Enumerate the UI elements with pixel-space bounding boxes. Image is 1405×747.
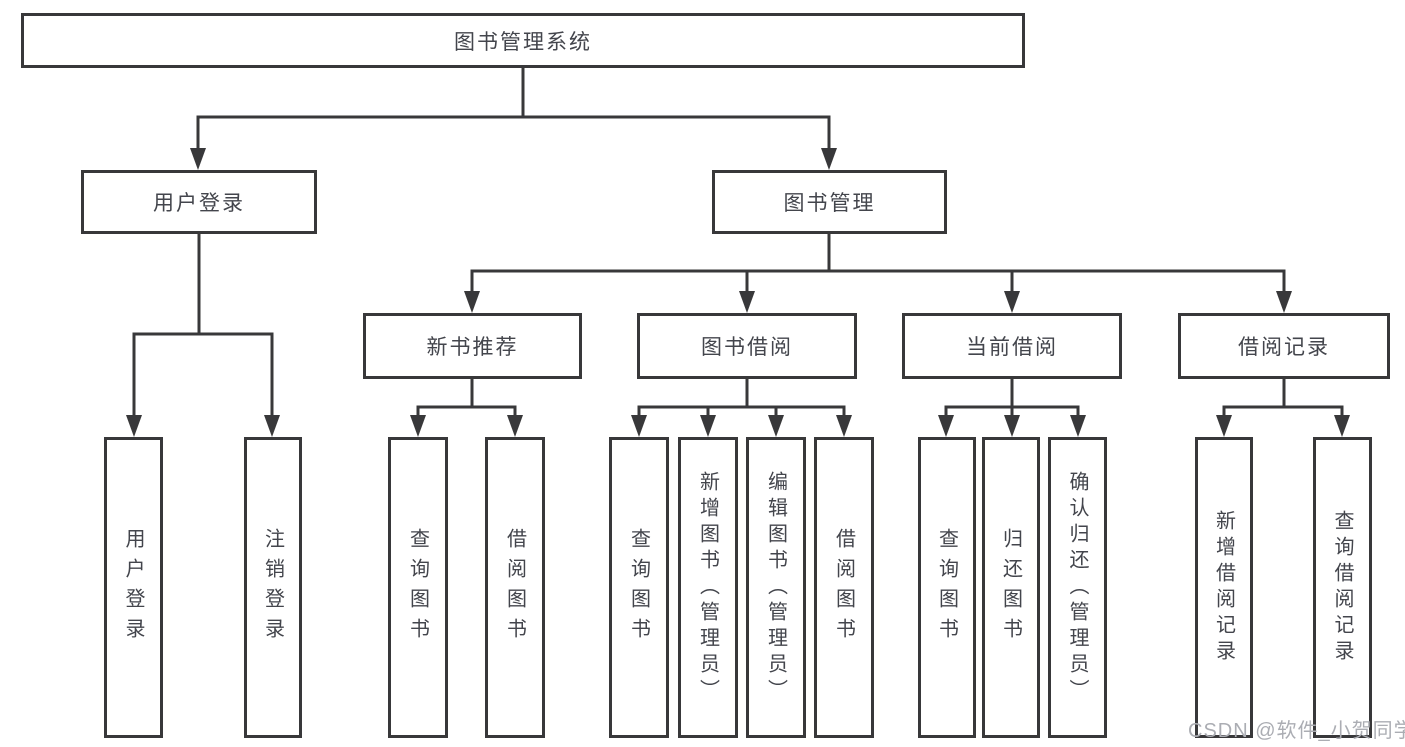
node-new-book-recommend: 新书推荐 bbox=[363, 313, 582, 379]
leaf-add-book-admin: 新增图书（管理员） bbox=[678, 437, 738, 738]
leaf-edit-book-admin: 编辑图书（管理员） bbox=[746, 437, 806, 738]
node-book-borrow: 图书借阅 bbox=[637, 313, 857, 379]
leaf-query-books-borrow: 查询图书 bbox=[609, 437, 669, 738]
node-book-management: 图书管理 bbox=[712, 170, 947, 234]
leaf-query-books-recommend: 查询图书 bbox=[388, 437, 448, 738]
leaf-user-login: 用户登录 bbox=[104, 437, 163, 738]
leaf-add-borrow-record: 新增借阅记录 bbox=[1195, 437, 1253, 738]
node-borrow-records: 借阅记录 bbox=[1178, 313, 1390, 379]
leaf-logout: 注销登录 bbox=[244, 437, 302, 738]
leaf-query-borrow-record: 查询借阅记录 bbox=[1313, 437, 1372, 738]
leaf-query-books-current: 查询图书 bbox=[918, 437, 976, 738]
node-current-borrow: 当前借阅 bbox=[902, 313, 1122, 379]
leaf-borrow-books-recommend: 借阅图书 bbox=[485, 437, 545, 738]
leaf-confirm-return-admin: 确认归还（管理员） bbox=[1048, 437, 1107, 738]
leaf-borrow-books: 借阅图书 bbox=[814, 437, 874, 738]
node-root-system: 图书管理系统 bbox=[21, 13, 1025, 68]
leaf-return-books: 归还图书 bbox=[982, 437, 1040, 738]
node-user-login: 用户登录 bbox=[81, 170, 317, 234]
csdn-watermark: CSDN @软件_小贺同学 bbox=[1188, 720, 1405, 742]
